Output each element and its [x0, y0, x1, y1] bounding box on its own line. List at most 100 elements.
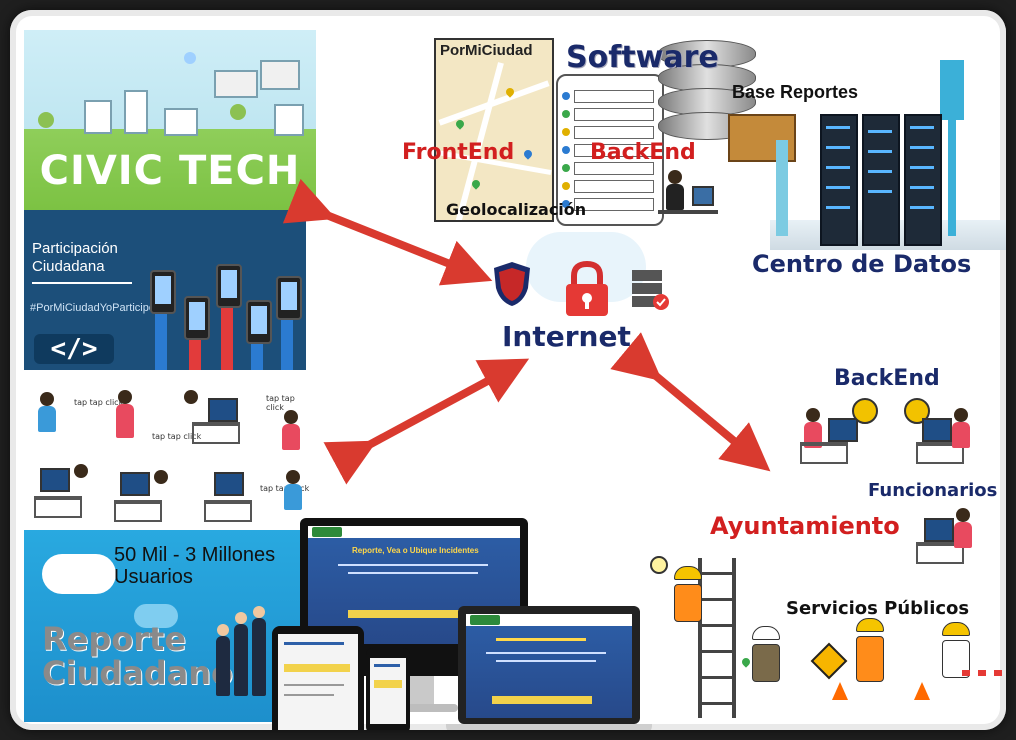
- ladder-icon: [698, 558, 736, 718]
- lightbulb-icon: [650, 556, 668, 574]
- arrow-civic-internet: [282, 178, 493, 286]
- list-row: [574, 198, 654, 211]
- users-line1: 50 Mil - 3 Millones: [114, 544, 276, 566]
- tree-icon: [230, 104, 246, 120]
- building-icon: [274, 104, 304, 136]
- person-icon: [118, 390, 132, 404]
- status-dot: [562, 110, 570, 118]
- traffic-cone-icon: [832, 682, 848, 700]
- server-racks: [820, 114, 942, 246]
- phone-icon: [150, 270, 176, 314]
- site-header: [466, 614, 632, 626]
- desk-top: [658, 210, 718, 214]
- screen-icon: [260, 60, 300, 90]
- users-line2: Usuarios: [114, 566, 193, 588]
- desk-icon: [192, 422, 240, 444]
- text-line: [284, 694, 334, 696]
- site-logo: [312, 527, 342, 537]
- person-icon: [956, 508, 970, 522]
- reporte-panel: 50 Mil - 3 Millones Usuarios Reporte Ciu…: [24, 530, 324, 722]
- person-body: [284, 484, 302, 510]
- worker-icon: [752, 644, 780, 682]
- tap-text: tap tap click: [74, 398, 124, 407]
- tree-icon: [38, 112, 54, 128]
- arrow-internet-ayuntamiento: [610, 332, 771, 472]
- rack-led: [868, 130, 892, 133]
- computer-icon: [40, 468, 70, 492]
- phone-screen: [370, 658, 406, 724]
- participacion-panel: Participación Ciudadana #PorMiCiudadYoPa…: [24, 210, 306, 370]
- tap-text: tap tap click: [152, 432, 202, 441]
- tablet: [272, 626, 364, 730]
- server-check-icon: [632, 270, 669, 310]
- computer-icon: [208, 398, 238, 422]
- ladder-rung: [702, 624, 732, 627]
- list-row: [574, 126, 654, 139]
- rack-led: [910, 146, 934, 149]
- building-icon: [124, 90, 148, 134]
- desk-icon: [916, 542, 964, 564]
- text-line: [338, 564, 488, 566]
- status-dot: [562, 164, 570, 172]
- arrow-users-internet: [323, 358, 530, 485]
- traffic-cone-icon: [914, 682, 930, 700]
- rack-led: [826, 206, 850, 209]
- desk-icon: [916, 442, 964, 464]
- person-icon: [806, 408, 820, 422]
- person-body: [282, 424, 300, 450]
- gear-icon: [852, 398, 878, 424]
- rack-led: [826, 146, 850, 149]
- status-dot: [562, 128, 570, 136]
- hardhat-icon: [942, 622, 970, 636]
- person-icon: [286, 470, 300, 484]
- server-rack: [862, 114, 900, 246]
- ladder-rung: [702, 650, 732, 653]
- list-row: [574, 90, 654, 103]
- rack-led: [910, 126, 934, 129]
- worker-icon: [674, 584, 702, 622]
- text-line: [348, 572, 478, 574]
- text-line: [284, 684, 344, 686]
- person-body: [38, 406, 56, 432]
- desk-worker-icon: [658, 170, 728, 230]
- site-heading: Reporte, Vea o Ubique Incidentes: [352, 546, 479, 555]
- person-icon: [74, 464, 88, 478]
- participacion-title: Participación Ciudadana: [32, 240, 142, 284]
- server-rack: [904, 114, 942, 246]
- rack-led: [826, 126, 850, 129]
- participacion-line2: Ciudadana: [32, 258, 105, 275]
- base-reportes-label: Base Reportes: [732, 82, 859, 102]
- laptop-screen: [466, 614, 632, 718]
- computer-icon: [924, 518, 954, 542]
- balloon-icon: [184, 52, 196, 64]
- phone-icon: [184, 296, 210, 340]
- tap-text: tap tap click: [266, 394, 295, 412]
- person-icon: [216, 624, 230, 696]
- person-icon: [184, 390, 198, 404]
- computer-icon: [828, 418, 858, 442]
- computer-icon: [214, 472, 244, 496]
- search-field: [348, 610, 478, 618]
- backend-label: BackEnd: [590, 140, 696, 165]
- monitor-screen: Reporte, Vea o Ubique Incidentes: [308, 526, 520, 644]
- laptop: [458, 606, 640, 724]
- db-disk: [658, 64, 756, 92]
- desk-icon: [34, 496, 82, 518]
- barrier-icon: [962, 670, 1002, 676]
- rack-led: [826, 166, 850, 169]
- shield-icon: [494, 262, 530, 306]
- rack-led: [910, 206, 934, 209]
- lock-icon: [566, 260, 608, 316]
- code-icon: </>: [34, 334, 114, 364]
- reporte-line2: Ciudadano: [42, 654, 233, 692]
- map-screen: PorMiCiudad: [434, 38, 554, 222]
- screen-icon: [214, 70, 258, 98]
- diagram-card: CIVIC TECH Participación Ciudadana #PorM…: [10, 10, 1006, 730]
- person-head: [668, 170, 682, 184]
- person-icon: [234, 612, 248, 696]
- person-icon: [40, 392, 54, 406]
- list-row: [574, 180, 654, 193]
- site-header: [308, 526, 520, 538]
- phone-icon: [246, 300, 272, 344]
- hardhat-icon: [856, 618, 884, 632]
